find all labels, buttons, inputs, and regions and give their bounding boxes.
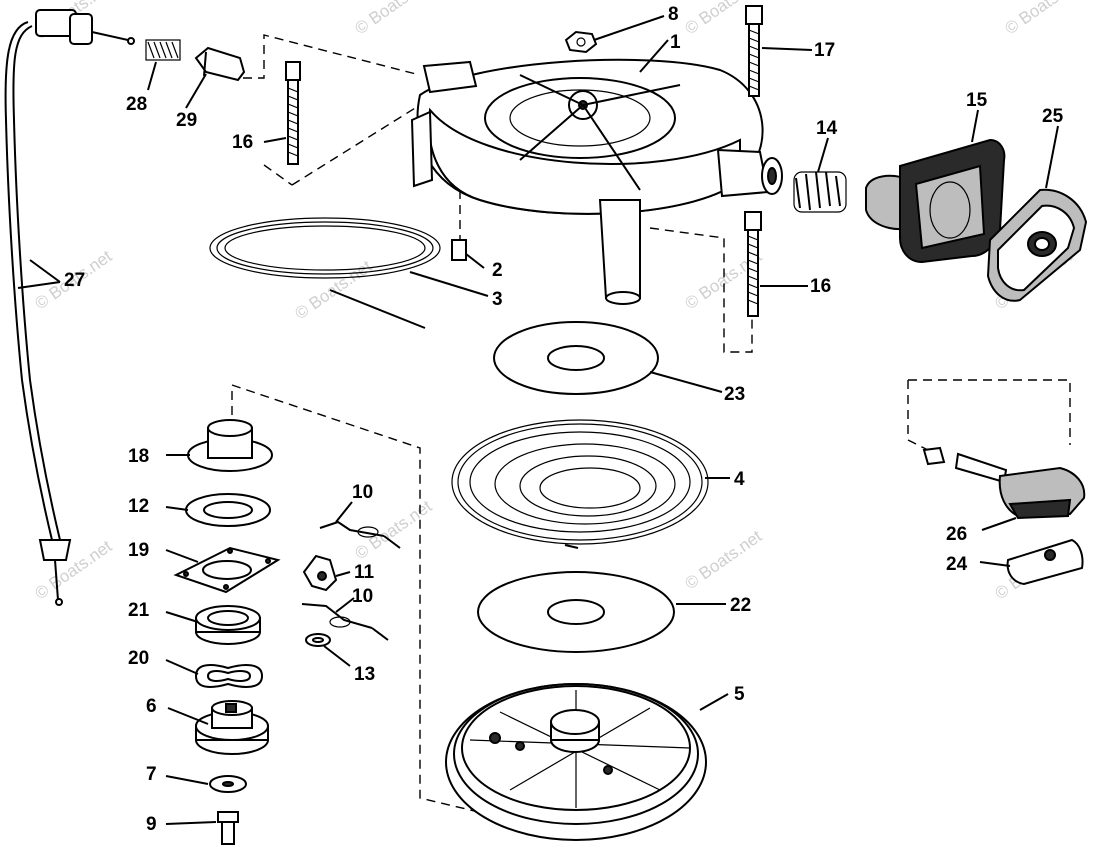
- part-26-handle: [922, 446, 1086, 520]
- callout-23: 23: [724, 384, 745, 405]
- callout-24: 24: [946, 554, 968, 575]
- watermark: © Boats.net: [351, 496, 435, 563]
- callout-19: 19: [128, 540, 149, 561]
- callout-22: 22: [730, 595, 751, 616]
- part-28-spring: [145, 39, 181, 61]
- callout-29: 29: [176, 110, 197, 131]
- callout-labels: 1 2 3 4 5 6 7 8 9 10 10 11 12 13 14 15 1…: [64, 4, 1064, 835]
- callout-2: 2: [492, 260, 503, 281]
- watermark: © Boats.net: [351, 0, 435, 38]
- callout-18: 18: [128, 446, 149, 467]
- callout-5: 5: [734, 684, 745, 705]
- part-19-plate: [173, 546, 281, 594]
- leader-lines: [17, 15, 1059, 825]
- watermark: © Boats.net: [681, 526, 765, 593]
- part-8-nut: [564, 30, 598, 54]
- part-17-bolt: [745, 5, 763, 97]
- part-29-plunger: [194, 46, 246, 82]
- part-14-spring: [793, 171, 847, 213]
- part-22-washer: [477, 571, 675, 653]
- callout-1: 1: [670, 32, 681, 53]
- callout-20: 20: [128, 648, 149, 669]
- part-18-cup: [187, 419, 273, 472]
- part-13-clip: [305, 633, 331, 647]
- callout-27: 27: [64, 270, 85, 291]
- part-23-washer: [493, 321, 659, 395]
- part-16-bolt-upper: [285, 61, 301, 165]
- callout-15: 15: [966, 90, 988, 111]
- callout-4: 4: [734, 469, 745, 490]
- part-21-bushing: [195, 605, 261, 645]
- part-27-choke-cable: [4, 9, 135, 606]
- callout-3: 3: [492, 289, 503, 310]
- part-20-seal: [194, 664, 264, 688]
- part-9-screw: [217, 811, 239, 845]
- part-16-bolt-lower: [744, 211, 762, 317]
- part-6-hub: [195, 700, 269, 755]
- callout-16-lower: 16: [810, 276, 831, 297]
- watermark: © Boats.net: [291, 256, 375, 323]
- callout-7: 7: [146, 764, 157, 785]
- callout-17: 17: [814, 40, 835, 61]
- assembly-guide-lines: [231, 34, 1071, 836]
- part-24-clip: [1006, 538, 1084, 586]
- callout-16-upper: 16: [232, 132, 253, 153]
- watermark: © Boats.net: [1001, 0, 1085, 38]
- callout-8: 8: [668, 4, 679, 25]
- callout-21: 21: [128, 600, 150, 621]
- callout-26: 26: [946, 524, 967, 545]
- callout-12: 12: [128, 496, 149, 517]
- part-4-rewind-spring: [451, 419, 709, 549]
- part-3-rope: [209, 217, 441, 329]
- callout-13: 13: [354, 664, 375, 685]
- part-1-housing: [410, 58, 783, 305]
- callout-6: 6: [146, 696, 157, 717]
- callout-10-lower: 10: [352, 586, 373, 607]
- part-5-pulley: [445, 683, 707, 841]
- callout-25: 25: [1042, 106, 1064, 127]
- callout-9: 9: [146, 814, 157, 835]
- part-2-screw: [451, 239, 467, 261]
- callout-14: 14: [816, 118, 838, 139]
- callout-28: 28: [126, 94, 147, 115]
- callout-10-upper: 10: [352, 482, 373, 503]
- part-12-washer: [185, 493, 271, 527]
- part-11-pawl: [302, 554, 338, 592]
- part-10-spring-lower: [301, 603, 389, 641]
- part-25-plate: [986, 188, 1088, 302]
- callout-11: 11: [354, 562, 375, 583]
- part-7-washer: [209, 775, 247, 793]
- part-10-spring-upper: [319, 520, 401, 549]
- part-15-grommet: [865, 138, 1006, 264]
